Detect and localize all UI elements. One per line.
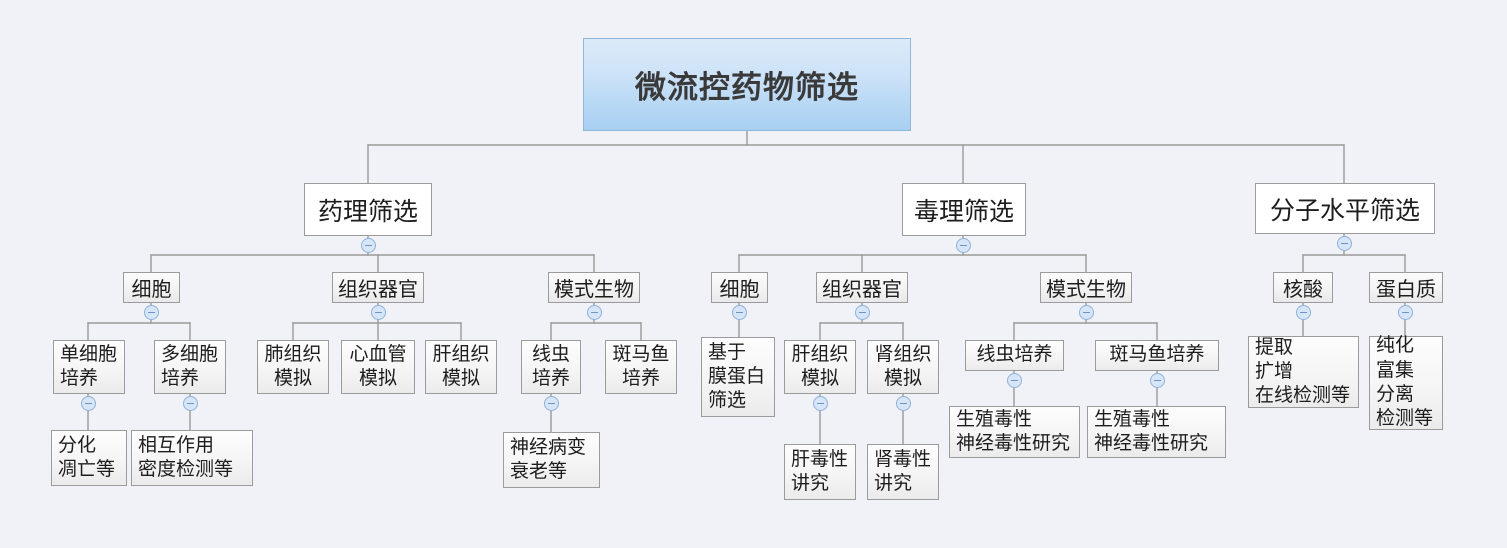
node-label: 肝毒性 讲究	[791, 448, 849, 494]
node-label: 基于 膜蛋白 筛选	[708, 341, 766, 412]
node-label: 提取 扩增 在线检测等	[1255, 336, 1351, 407]
node-ph-cell-single-leaf[interactable]: 分化 凋亡等	[51, 430, 127, 486]
node-ph-model-worm-leaf[interactable]: 神经病变 衰老等	[503, 432, 600, 488]
node-label: 肝组织 模拟	[791, 343, 849, 389]
node-mo-na[interactable]: 核酸	[1273, 272, 1333, 303]
node-tx-cell-leaf[interactable]: 基于 膜蛋白 筛选	[701, 337, 775, 417]
node-ph-cell[interactable]: 细胞	[123, 272, 180, 303]
node-label: 组织器官	[338, 279, 418, 301]
toggle-tx-tissue-kidney[interactable]	[896, 396, 911, 411]
node-label: 纯化 富集 分离 检测等	[1376, 335, 1434, 430]
toggle-tx-model-worm[interactable]	[1007, 373, 1022, 388]
node-ph-cell-multi[interactable]: 多细胞 培养	[154, 340, 226, 394]
node-label: 心血管 模拟	[349, 343, 407, 389]
toggle-molecular[interactable]	[1337, 236, 1352, 251]
branch-label: 药理筛选	[317, 197, 418, 226]
node-ph-tissue[interactable]: 组织器官	[332, 272, 424, 303]
node-label: 神经病变 衰老等	[510, 436, 587, 482]
toggle-ph-tissue[interactable]	[371, 305, 386, 320]
toggle-mo-na[interactable]	[1296, 305, 1311, 320]
toggle-pharmacology[interactable]	[361, 238, 376, 253]
node-label: 斑马鱼培养	[1109, 344, 1205, 366]
node-ph-model[interactable]: 模式生物	[548, 272, 640, 303]
node-ph-model-fish[interactable]: 斑马鱼 培养	[605, 340, 677, 394]
toggle-mo-protein[interactable]	[1398, 305, 1413, 320]
toggle-tx-model[interactable]	[1079, 305, 1094, 320]
node-label: 模式生物	[554, 279, 634, 301]
node-label: 模式生物	[1046, 279, 1126, 301]
node-ph-tissue-liver[interactable]: 肝组织 模拟	[425, 340, 497, 394]
node-ph-model-worm[interactable]: 线虫 培养	[521, 340, 581, 394]
node-tx-model-fish-leaf[interactable]: 生殖毒性 神经毒性研究	[1087, 406, 1226, 458]
branch-node-molecular[interactable]: 分子水平筛选	[1255, 183, 1435, 234]
node-tx-tissue-liver-leaf[interactable]: 肝毒性 讲究	[784, 444, 856, 500]
node-tx-model[interactable]: 模式生物	[1040, 272, 1132, 303]
toggle-tx-cell[interactable]	[732, 305, 747, 320]
node-tx-model-worm[interactable]: 线虫培养	[965, 340, 1064, 371]
toggle-toxicology[interactable]	[956, 238, 971, 253]
root-node-label: 微流控药物筛选	[635, 70, 859, 105]
node-mo-protein[interactable]: 蛋白质	[1369, 272, 1443, 303]
node-ph-cell-single[interactable]: 单细胞 培养	[53, 340, 125, 394]
node-tx-tissue-liver[interactable]: 肝组织 模拟	[784, 340, 856, 394]
toggle-ph-cell-multi[interactable]	[183, 396, 198, 411]
toggle-ph-cell[interactable]	[144, 305, 159, 320]
node-tx-tissue-kidney[interactable]: 肾组织 模拟	[867, 340, 939, 394]
node-tx-model-worm-leaf[interactable]: 生殖毒性 神经毒性研究	[949, 406, 1080, 458]
toggle-ph-cell-single[interactable]	[81, 396, 96, 411]
node-label: 相互作用 密度检测等	[138, 434, 234, 480]
node-label: 细胞	[719, 279, 760, 301]
node-tx-model-fish[interactable]: 斑马鱼培养	[1095, 340, 1219, 371]
node-tx-cell[interactable]: 细胞	[711, 272, 768, 303]
node-ph-tissue-lung[interactable]: 肺组织 模拟	[257, 340, 329, 394]
node-label: 生殖毒性 神经毒性研究	[956, 408, 1071, 454]
branch-node-toxicology[interactable]: 毒理筛选	[902, 183, 1026, 236]
node-mo-na-leaf[interactable]: 提取 扩增 在线检测等	[1248, 336, 1359, 408]
node-ph-tissue-cardio[interactable]: 心血管 模拟	[341, 340, 415, 394]
node-label: 分化 凋亡等	[58, 434, 116, 480]
node-label: 核酸	[1283, 279, 1323, 301]
node-label: 蛋白质	[1376, 279, 1436, 301]
branch-node-pharmacology[interactable]: 药理筛选	[304, 183, 432, 236]
node-mo-protein-leaf[interactable]: 纯化 富集 分离 检测等	[1369, 335, 1443, 430]
node-label: 肺组织 模拟	[264, 343, 322, 389]
node-ph-cell-multi-leaf[interactable]: 相互作用 密度检测等	[131, 430, 253, 486]
node-label: 线虫 培养	[531, 343, 570, 389]
node-label: 斑马鱼 培养	[612, 343, 670, 389]
node-label: 多细胞 培养	[161, 343, 219, 389]
node-label: 单细胞 培养	[60, 343, 118, 389]
toggle-ph-model[interactable]	[587, 305, 602, 320]
branch-label: 毒理筛选	[913, 197, 1014, 226]
node-label: 细胞	[131, 279, 172, 301]
node-tx-tissue-kidney-leaf[interactable]: 肾毒性 讲究	[867, 444, 939, 500]
toggle-tx-tissue[interactable]	[855, 305, 870, 320]
toggle-ph-model-worm[interactable]	[544, 396, 559, 411]
toggle-tx-model-fish[interactable]	[1150, 373, 1165, 388]
toggle-tx-tissue-liver[interactable]	[813, 396, 828, 411]
node-label: 组织器官	[822, 279, 902, 301]
branch-label: 分子水平筛选	[1269, 196, 1420, 225]
root-node[interactable]: 微流控药物筛选	[583, 38, 911, 131]
node-label: 肾毒性 讲究	[874, 448, 932, 494]
node-tx-tissue[interactable]: 组织器官	[816, 272, 908, 303]
node-label: 肝组织 模拟	[432, 343, 490, 389]
node-label: 线虫培养	[976, 344, 1053, 366]
node-label: 肾组织 模拟	[874, 343, 932, 389]
node-label: 生殖毒性 神经毒性研究	[1094, 408, 1209, 454]
